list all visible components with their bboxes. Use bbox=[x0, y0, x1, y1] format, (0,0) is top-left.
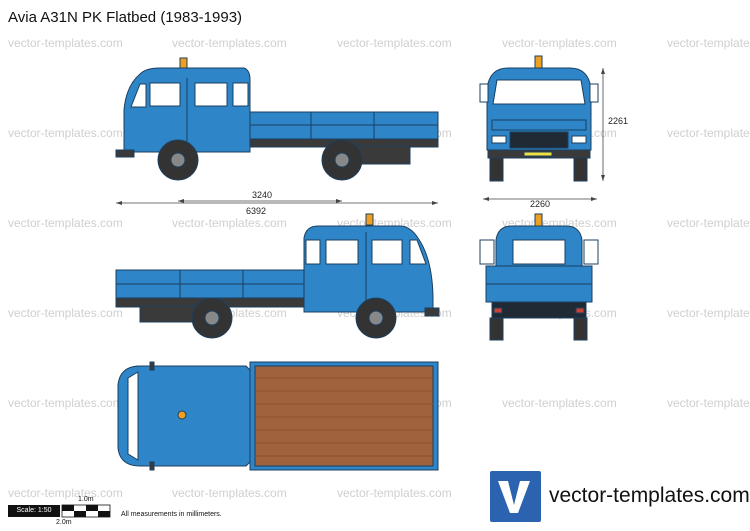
scale-bar-top-label: 1.0m bbox=[78, 496, 94, 503]
watermark-text: vector-templates.com bbox=[502, 36, 617, 50]
watermark-text: vector-templates.com bbox=[172, 216, 287, 230]
side-view-right bbox=[115, 213, 440, 339]
front-view bbox=[479, 55, 599, 182]
windshield bbox=[492, 79, 586, 105]
watermark-text: vector-templates.com bbox=[667, 36, 750, 50]
beacon-light bbox=[534, 213, 543, 227]
beacon-light bbox=[177, 410, 187, 420]
wheelbase-dimension: 3240 bbox=[252, 190, 272, 200]
measurement-note: All measurements in millimeters. bbox=[121, 511, 222, 518]
beacon-light bbox=[179, 57, 188, 69]
watermark-text: vector-templates.com bbox=[667, 216, 750, 230]
cab-window bbox=[371, 239, 403, 265]
front-bumper bbox=[115, 149, 135, 158]
side-view-left bbox=[115, 57, 439, 181]
headlight bbox=[491, 135, 507, 144]
rear-bumper bbox=[491, 301, 587, 319]
watermark-text: vector-templates.com bbox=[502, 396, 617, 410]
vt-logo-icon bbox=[490, 471, 541, 522]
logo-text: vector-templates.com bbox=[549, 484, 750, 507]
cab-window bbox=[149, 82, 181, 107]
wooden-deck bbox=[254, 365, 434, 467]
width-dimension: 2260 bbox=[530, 199, 550, 209]
windshield bbox=[127, 371, 139, 461]
front-bumper bbox=[424, 307, 440, 317]
scale-bar bbox=[61, 504, 111, 518]
rear-view bbox=[479, 213, 599, 341]
cab-window bbox=[232, 82, 249, 107]
side-dimensions: 3240 6392 bbox=[116, 190, 438, 216]
rear-wheel bbox=[573, 317, 588, 341]
cab-window bbox=[325, 239, 359, 265]
watermark-text: vector-templates.com bbox=[8, 396, 123, 410]
beacon-light bbox=[365, 213, 374, 226]
scale-bar-bottom-label: 2.0m bbox=[56, 519, 72, 526]
watermark-text: vector-templates.com bbox=[337, 486, 452, 500]
tail-light bbox=[575, 307, 585, 314]
watermark-text: vector-templates.com bbox=[172, 486, 287, 500]
watermark-text: vector-templates.com bbox=[667, 126, 750, 140]
watermark-text: vector-templates.com bbox=[172, 36, 287, 50]
watermark-text: vector-templates.com bbox=[8, 126, 123, 140]
front-wheel bbox=[573, 157, 588, 182]
scale-label: Scale: 1:50 bbox=[8, 505, 60, 517]
watermark-text: vector-templates.com bbox=[8, 486, 123, 500]
height-dimension: 2261 bbox=[608, 116, 628, 126]
fuel-tank bbox=[139, 305, 196, 323]
front-dimensions: 2261 2260 bbox=[483, 68, 628, 209]
front-wheel bbox=[489, 157, 504, 182]
cab-window bbox=[305, 239, 321, 265]
length-dimension: 6392 bbox=[246, 206, 266, 216]
front-grille bbox=[509, 131, 569, 149]
page-title: Avia A31N PK Flatbed (1983-1993) bbox=[8, 9, 243, 26]
watermark-text: vector-templates.com bbox=[8, 306, 123, 320]
tail-light bbox=[493, 307, 503, 314]
cab-window bbox=[194, 82, 228, 107]
watermark-text: vector-templates.com bbox=[337, 36, 452, 50]
beacon-light bbox=[534, 55, 543, 69]
watermark-text: vector-templates.com bbox=[8, 216, 123, 230]
rear-window bbox=[512, 239, 566, 265]
rear-wheel bbox=[489, 317, 504, 341]
top-view bbox=[117, 361, 439, 471]
headlight bbox=[571, 135, 587, 144]
watermark-text: vector-templates.com bbox=[8, 36, 123, 50]
watermark-text: vector-templates.com bbox=[667, 396, 750, 410]
watermark-text: vector-templates.com bbox=[667, 306, 750, 320]
